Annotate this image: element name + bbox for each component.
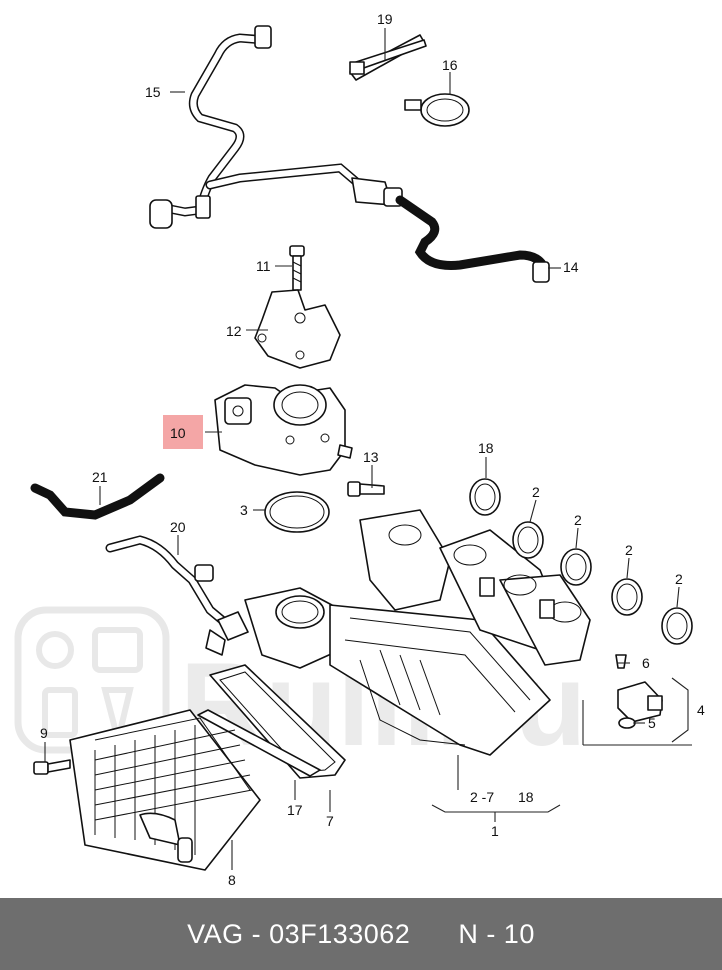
- footer-position: N - 10: [458, 918, 535, 949]
- callout-12: 12: [226, 323, 242, 339]
- parts-diagram: Rulli.ru: [14, 11, 705, 888]
- part-4-sensor: [615, 654, 663, 729]
- part-12-bracket: [254, 289, 341, 369]
- callout-10: 10: [170, 425, 186, 441]
- part-1-intake-manifold: [244, 509, 591, 756]
- callout-15: 15: [145, 84, 161, 100]
- part-21-hose: [30, 473, 165, 520]
- callout-18: 18: [478, 440, 494, 456]
- callout-21: 21: [92, 469, 108, 485]
- leader-lines: [44, 28, 692, 870]
- callout-6: 6: [642, 655, 650, 671]
- callout-2c: 2: [625, 542, 633, 558]
- part-14-hose: [395, 195, 550, 283]
- part-11-bolt: [289, 245, 305, 291]
- callout-10-highlight: [163, 415, 203, 449]
- callout-2d: 2: [675, 571, 683, 587]
- callout-4: 4: [697, 702, 705, 718]
- part-15-line: [149, 25, 403, 229]
- part-3-seal: [264, 491, 330, 533]
- footer-spacer: [410, 919, 458, 950]
- part-8-intercooler: [69, 709, 261, 871]
- part-9-bolt: [33, 759, 71, 775]
- part-18-seal: [469, 478, 501, 516]
- callout-14: 14: [563, 259, 579, 275]
- footer-bar: VAG - 03F133062 N - 10: [0, 898, 722, 970]
- part-17-strip: [197, 709, 321, 777]
- part-2-seals: [512, 521, 693, 645]
- callout-2a: 2: [532, 484, 540, 500]
- callout-8: 8: [228, 872, 236, 888]
- callout-2-7: 2 -7: [470, 789, 494, 805]
- callout-3: 3: [240, 502, 248, 518]
- callout-19: 19: [377, 11, 393, 27]
- callout-13: 13: [363, 449, 379, 465]
- part-16-clamp: [404, 93, 470, 127]
- callout-11: 11: [256, 258, 271, 274]
- callout-labels: 15 19 16 14 11 12 10 13 3 21 20 18 2 2 2…: [40, 11, 705, 888]
- callout-20: 20: [170, 519, 186, 535]
- part-10-throttle-body: [214, 384, 353, 476]
- callout-9: 9: [40, 725, 48, 741]
- callout-5: 5: [648, 715, 656, 731]
- part-19-cable-tie: [349, 34, 427, 81]
- callout-18b: 18: [518, 789, 534, 805]
- callout-2b: 2: [574, 512, 582, 528]
- callout-1: 1: [491, 823, 499, 839]
- part-13-bolt: [347, 481, 385, 497]
- callout-7: 7: [326, 813, 334, 829]
- footer-part-number: VAG - 03F133062: [187, 918, 411, 949]
- callout-16: 16: [442, 57, 458, 73]
- callout-17: 17: [287, 802, 303, 818]
- part-20-hose: [105, 535, 249, 656]
